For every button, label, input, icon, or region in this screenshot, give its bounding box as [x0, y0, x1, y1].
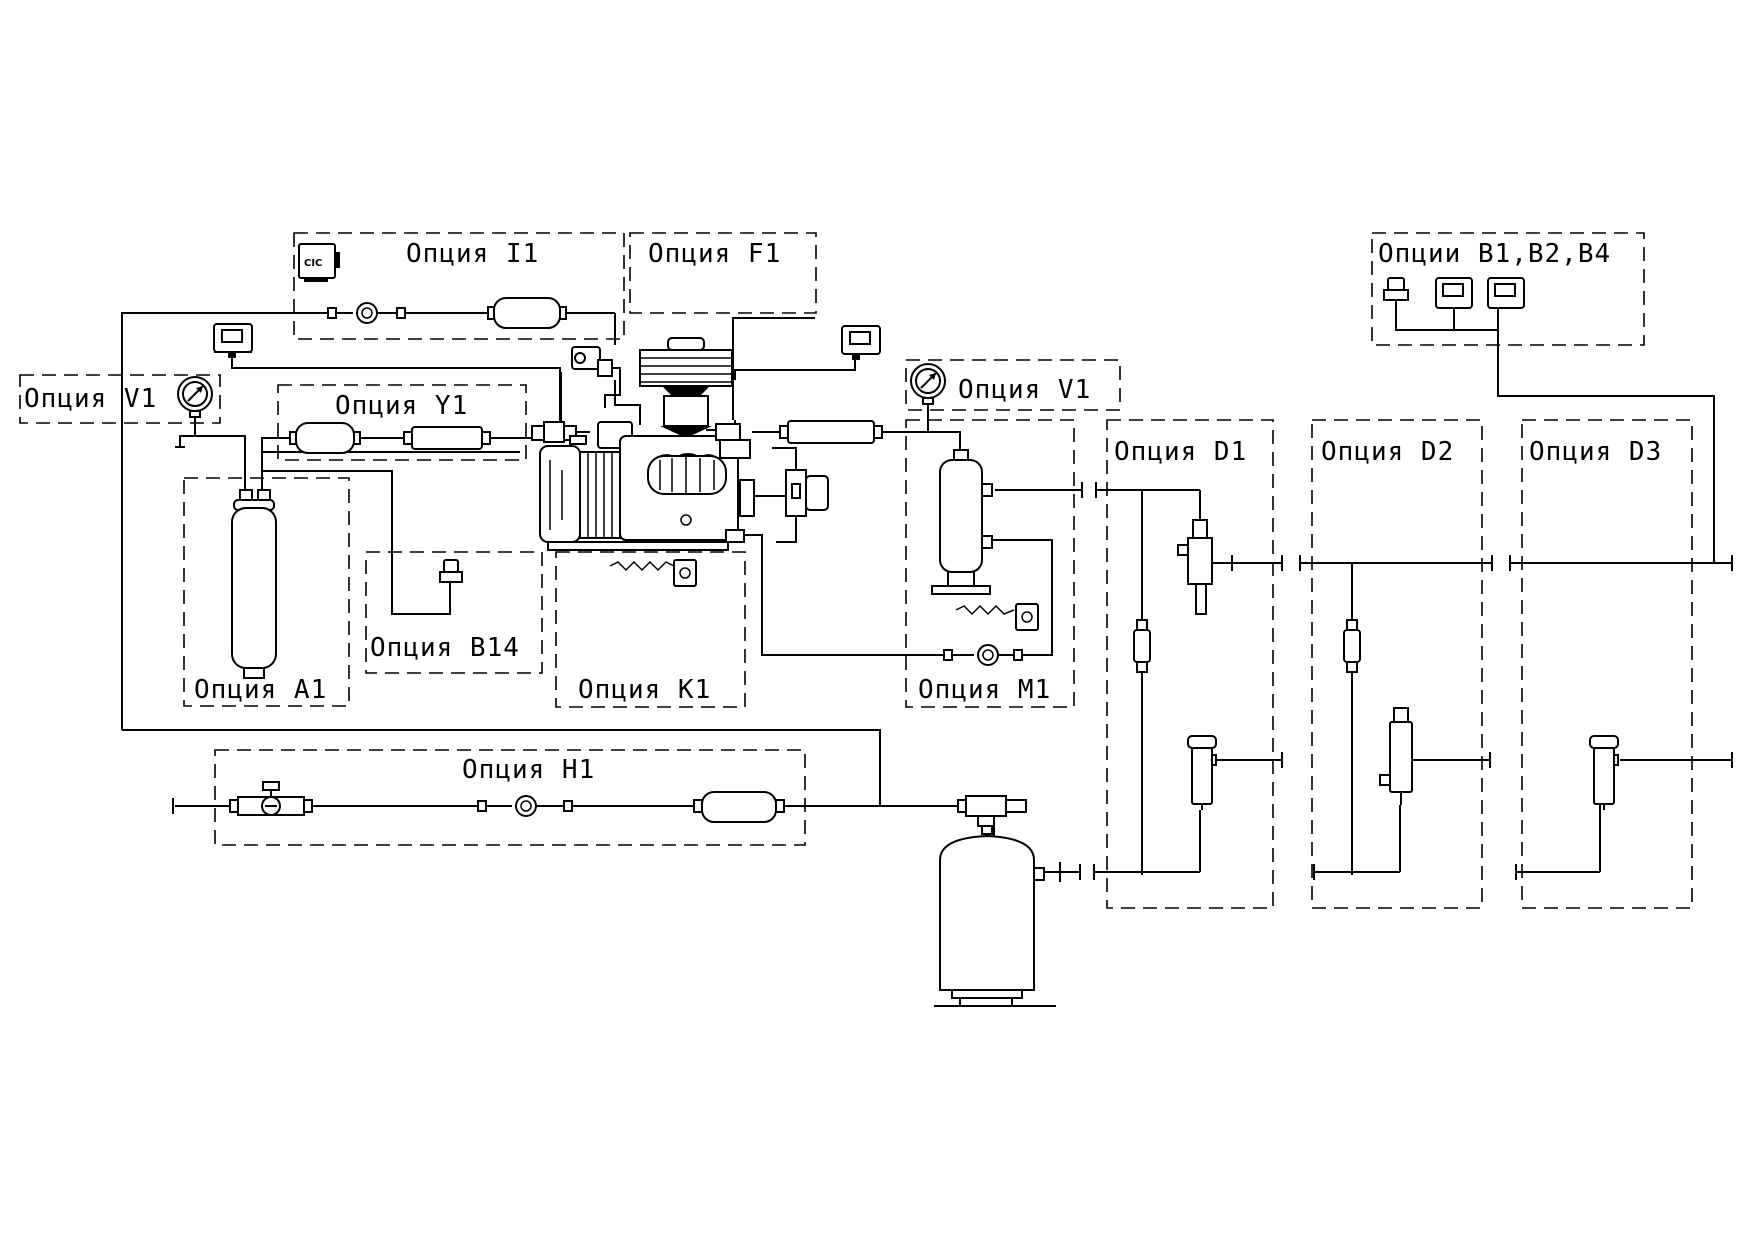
sight-glass-icon-m1: [943, 644, 1023, 666]
oil-separator-icon: [931, 449, 1039, 631]
filter-drier-icon-h1: [693, 791, 785, 823]
pressure-switch-icon-discharge: [841, 325, 881, 360]
temperature-sensor-icon-b14: [439, 559, 463, 600]
label-option-f1: Опция F1: [648, 239, 781, 269]
pressure-sensor-icon-b1: [1383, 277, 1409, 308]
cic-module-icon: CIC: [298, 243, 340, 282]
label-option-v1-right: Опция V1: [958, 375, 1091, 405]
components: CIC: [172, 243, 1733, 1007]
suction-valve-icon: [531, 421, 587, 445]
expansion-valve-icon-d1: [1187, 735, 1217, 810]
label-option-m1: Опция M1: [918, 675, 1051, 705]
label-option-v1-left: Опция V1: [24, 384, 157, 414]
discharge-muffler-icon: [715, 420, 883, 444]
ball-valve-icon-h1: [172, 781, 313, 816]
sight-glass-icon-i1: [327, 302, 406, 324]
option-box-f1: [629, 232, 817, 314]
option-box-d3: [1521, 419, 1693, 909]
label-option-a1: Опция A1: [194, 675, 327, 705]
crankcase-heater-icon: [609, 559, 697, 587]
expansion-valve-icon-d3: [1589, 735, 1619, 810]
pipe-caps: [1079, 482, 1733, 880]
liquid-receiver-icon: [934, 795, 1061, 1007]
accumulator-icon: [231, 489, 277, 679]
label-option-h1: Опция H1: [462, 755, 595, 785]
label-option-i1: Опция I1: [406, 239, 539, 269]
option-box-k1: [555, 551, 746, 708]
pressure-switch-icon-b4: [1487, 277, 1525, 330]
expansion-valve-icon-d2: [1379, 707, 1418, 805]
option-box-a1: [183, 477, 350, 707]
pressure-gauge-icon-right: [910, 363, 946, 405]
solenoid-valve-icon: [571, 346, 621, 408]
compressor-icon: [539, 337, 755, 551]
solenoid-valve-icon-d1-upper: [1177, 505, 1232, 615]
label-option-b-group: Опции B1,B2,B4: [1378, 239, 1611, 269]
option-box-y1: [277, 384, 527, 461]
option-box-m1: [905, 419, 1075, 708]
filter-icon-d2: [1343, 619, 1361, 673]
option-box-v1-left: [19, 374, 221, 424]
label-option-b14: Опция B14: [370, 633, 520, 663]
suction-filter-icon: [289, 422, 361, 454]
option-boxes: [19, 232, 1693, 909]
label-option-d1: Опция D1: [1114, 437, 1247, 467]
option-box-d1: [1106, 419, 1274, 909]
label-option-k1: Опция K1: [578, 675, 711, 705]
option-box-d2: [1311, 419, 1483, 909]
label-option-d2: Опция D2: [1321, 437, 1454, 467]
option-box-b-group: [1371, 232, 1645, 346]
cic-label: CIC: [304, 258, 322, 269]
pipe-insulation-icon-y1: [403, 426, 491, 450]
pressure-switch-icon-left: [213, 323, 253, 358]
sight-glass-icon-h1: [477, 795, 573, 817]
oil-pressure-switch-icon: [754, 447, 829, 543]
pressure-gauge-icon-left: [175, 376, 213, 448]
filter-icon-d1: [1133, 619, 1151, 673]
pressure-switch-icon-b2: [1435, 277, 1473, 330]
piping: [121, 300, 1732, 875]
filter-drier-icon-i1: [487, 297, 567, 329]
option-box-h1: [214, 749, 806, 846]
label-option-d3: Опция D3: [1529, 437, 1662, 467]
label-option-y1: Опция Y1: [335, 391, 468, 421]
option-box-b14: [365, 551, 543, 674]
option-box-i1: [293, 232, 625, 340]
option-labels: Опция I1 Опция F1 Опция V1 Опция Y1 Опци…: [24, 239, 1662, 785]
